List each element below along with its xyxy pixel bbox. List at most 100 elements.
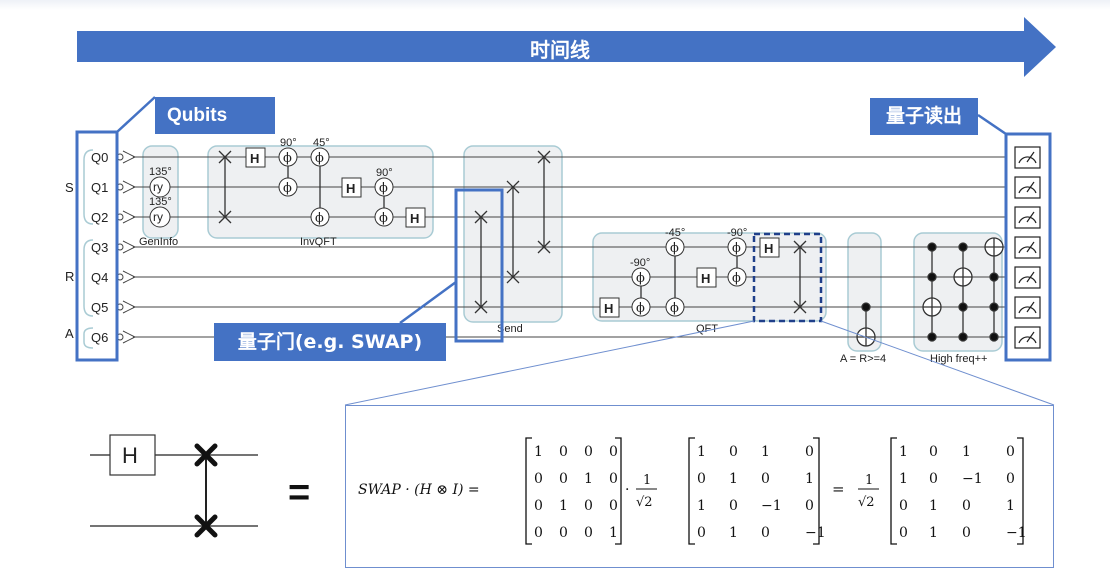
hadamard-gate [696, 267, 717, 288]
eq-equals-sign: = [288, 472, 310, 514]
ry-gate [149, 176, 171, 198]
control-dot [989, 332, 999, 342]
phase-symbol: ϕ [636, 301, 645, 316]
matrix-cell: 0 [584, 525, 593, 541]
matrix-cell: 0 [1006, 444, 1015, 460]
control-dot [861, 302, 871, 312]
matrix-cell: 1 [697, 444, 706, 460]
eq-swap-cross-top [194, 443, 218, 467]
measurement-gate [1014, 266, 1041, 289]
swap-cross [793, 300, 807, 314]
swap-cross [474, 300, 488, 314]
measurement-gate [1014, 206, 1041, 229]
qubit-label: Q0 [91, 150, 108, 165]
swap-cross [218, 150, 232, 164]
matrix-cell: 0 [534, 525, 543, 541]
matrix-cell: 0 [929, 444, 938, 460]
phase-symbol: ϕ [379, 211, 388, 226]
control-dot [989, 302, 999, 312]
top-band [0, 0, 1110, 10]
hadamard-label: H [250, 151, 259, 166]
qubits-frame [75, 130, 119, 362]
swap-cross [793, 240, 807, 254]
matrix-bracket-left [688, 437, 695, 545]
qubits-callout: Qubits [155, 97, 275, 134]
matrix-cell: 1 [929, 498, 938, 514]
timeline-label: 时间线 [530, 38, 590, 62]
equation-lhs: SWAP · (H ⊗ I) = [358, 482, 480, 498]
control-dot [927, 242, 937, 252]
matrix-cell: 1 [534, 444, 543, 460]
matrix-cell: 0 [697, 525, 706, 541]
phase-gate [727, 237, 747, 257]
ry-gate-label: ry [153, 210, 163, 224]
matrix-cell: 0 [559, 525, 568, 541]
swap-cross [474, 210, 488, 224]
qubit-label: Q1 [91, 180, 108, 195]
matrix-cell: 0 [899, 525, 908, 541]
matrix-cell: 1 [805, 471, 814, 487]
control-dot [958, 242, 968, 252]
input-marker-q3 [116, 240, 137, 254]
input-marker-q5 [116, 300, 137, 314]
zoom-line-left [344, 320, 755, 406]
register-label: S [65, 180, 74, 195]
measurement-gate [1014, 326, 1041, 349]
input-marker-q0 [116, 150, 137, 164]
phase-symbol: ϕ [283, 181, 292, 196]
control-dot [989, 272, 999, 282]
matrix-cell: 0 [559, 471, 568, 487]
swap-cross [537, 240, 551, 254]
register-s-bracket [83, 149, 94, 225]
control-dot [958, 332, 968, 342]
swap-cross [537, 150, 551, 164]
angle-label: -90° [630, 257, 650, 269]
matrix-cell: 0 [584, 444, 593, 460]
phase-gate [665, 237, 685, 257]
input-marker-q1 [116, 180, 137, 194]
cnot-target-cross [923, 298, 941, 316]
matrix-cell: 0 [962, 525, 971, 541]
matrix-cell: 0 [929, 471, 938, 487]
angle-label: -90° [727, 227, 747, 239]
phase-gate [374, 177, 394, 197]
measurement-gate [1014, 296, 1041, 319]
matrix-cell: 0 [761, 471, 770, 487]
matrix-cell: 1 [697, 498, 706, 514]
matrix-cell: 1 [584, 471, 593, 487]
hadamard-label: H [604, 301, 613, 316]
phase-symbol: ϕ [379, 181, 388, 196]
register-a-bracket [83, 327, 94, 349]
matrix-cell: 0 [962, 498, 971, 514]
control-dot [927, 332, 937, 342]
matrix-cell: 1 [761, 444, 770, 460]
readout-callout: 量子读出 [870, 98, 978, 135]
gate-callout: 量子门(e.g. SWAP) [214, 323, 446, 361]
swap-cross [506, 180, 520, 194]
register-label: A [65, 326, 74, 341]
eq-swap-cross-bottom [194, 514, 218, 538]
matrix-cell: 1 [1006, 498, 1015, 514]
matrix-cell: 0 [697, 471, 706, 487]
hadamard-label: H [346, 181, 355, 196]
eq-hadamard-label: H [122, 443, 138, 468]
timeline-arrow [77, 17, 1056, 77]
fraction-denominator: √2 [636, 495, 653, 510]
hadamard-gate [759, 237, 780, 258]
matrix-bracket-left [890, 437, 897, 545]
matrix-cell: 0 [559, 444, 568, 460]
hadamard-gate [245, 147, 266, 168]
hadamard-gate [599, 297, 620, 318]
measurement-gate [1014, 236, 1041, 259]
qubit-label: Q4 [91, 270, 108, 285]
phase-gate [374, 207, 394, 227]
ry-gate-label: ry [153, 180, 163, 194]
equation-equals: = [832, 480, 845, 498]
fraction-numerator: 1 [643, 473, 651, 488]
fraction-2: 1 √2 [858, 473, 879, 510]
phase-gate [278, 147, 298, 167]
matrix-cell: 0 [534, 471, 543, 487]
